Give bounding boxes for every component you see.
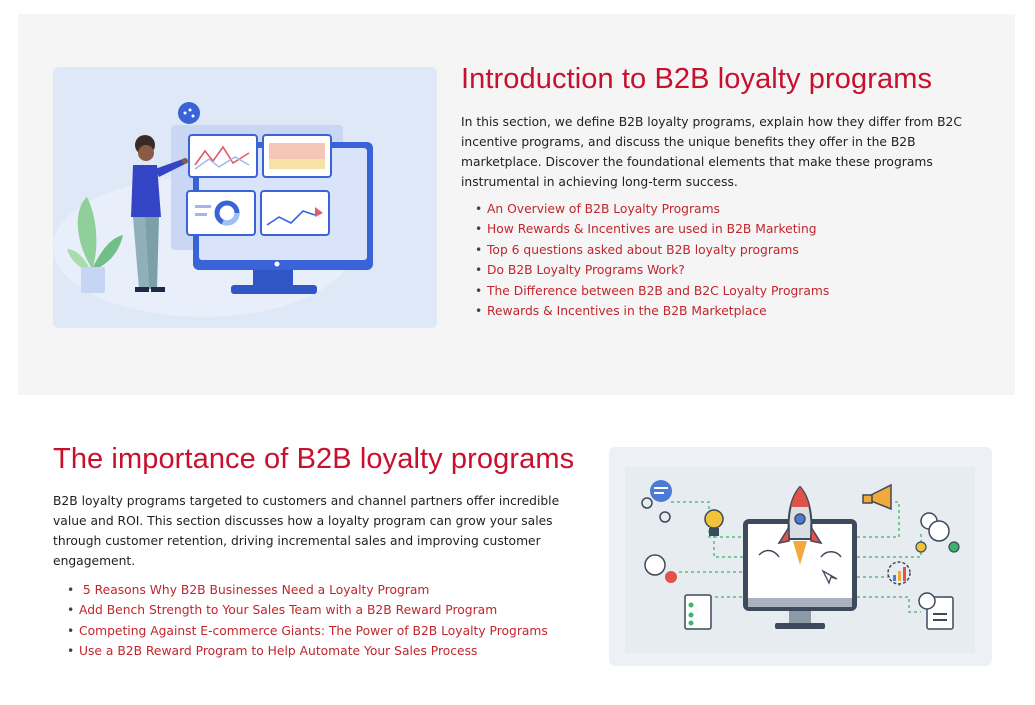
list-item: Do B2B Loyalty Programs Work?	[475, 260, 829, 280]
list-item: Add Bench Strength to Your Sales Team wi…	[67, 600, 548, 620]
rocket-monitor-illustration	[609, 447, 992, 666]
importance-title: The importance of B2B loyalty programs	[53, 443, 575, 475]
importance-link-automate-sales[interactable]: Use a B2B Reward Program to Help Automat…	[79, 644, 478, 659]
importance-link-five-reasons[interactable]: 5 Reasons Why B2B Businesses Need a Loya…	[79, 583, 430, 597]
list-item: How Rewards & Incentives are used in B2B…	[475, 219, 829, 239]
intro-link-overview[interactable]: An Overview of B2B Loyalty Programs	[487, 202, 720, 216]
intro-link-b2b-vs-b2c[interactable]: The Difference between B2B and B2C Loyal…	[487, 283, 830, 298]
dashboard-presentation-illustration	[53, 67, 437, 328]
intro-link-do-programs-work[interactable]: Do B2B Loyalty Programs Work?	[487, 263, 685, 278]
intro-link-rewards-in-marketing[interactable]: How Rewards & Incentives are used in B2B…	[487, 222, 817, 237]
intro-paragraph: In this section, we define B2B loyalty p…	[461, 115, 962, 189]
list-item: Top 6 questions asked about B2B loyalty …	[475, 240, 829, 260]
intro-link-top-questions[interactable]: Top 6 questions asked about B2B loyalty …	[487, 242, 799, 257]
intro-title: Introduction to B2B loyalty programs	[461, 63, 933, 95]
importance-link-list: 5 Reasons Why B2B Businesses Need a Loya…	[67, 580, 548, 662]
list-item: 5 Reasons Why B2B Businesses Need a Loya…	[67, 580, 548, 600]
importance-link-bench-strength[interactable]: Add Bench Strength to Your Sales Team wi…	[79, 603, 498, 618]
list-item: The Difference between B2B and B2C Loyal…	[475, 281, 829, 301]
importance-paragraph: B2B loyalty programs targeted to custome…	[53, 494, 560, 568]
importance-link-ecommerce-giants[interactable]: Competing Against E-commerce Giants: The…	[79, 623, 548, 638]
list-item: Rewards & Incentives in the B2B Marketpl…	[475, 301, 829, 321]
intro-link-rewards-marketplace[interactable]: Rewards & Incentives in the B2B Marketpl…	[487, 304, 767, 319]
list-item: Competing Against E-commerce Giants: The…	[67, 621, 548, 641]
list-item: An Overview of B2B Loyalty Programs	[475, 199, 829, 219]
list-item: Use a B2B Reward Program to Help Automat…	[67, 641, 548, 661]
intro-link-list: An Overview of B2B Loyalty Programs How …	[475, 199, 829, 321]
